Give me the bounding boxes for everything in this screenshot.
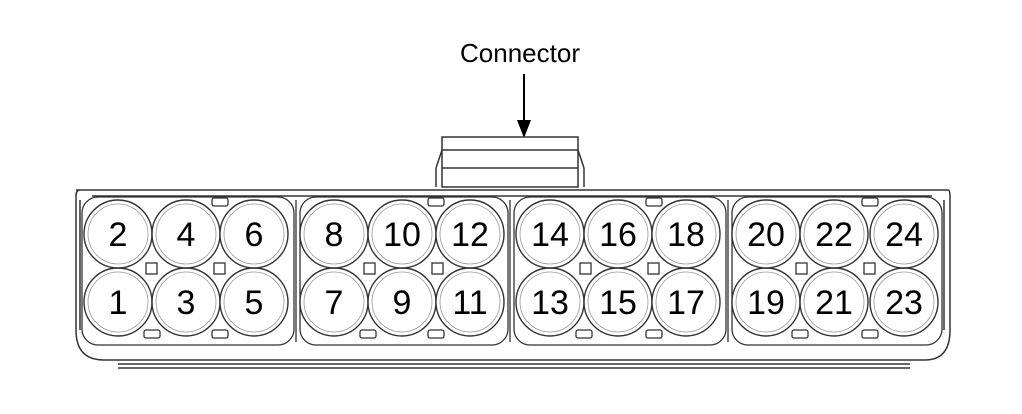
frame-clips bbox=[143, 197, 879, 339]
cell-16-rim bbox=[587, 203, 649, 265]
cell-20-label: 20 bbox=[747, 216, 785, 254]
cell-8-rim bbox=[303, 203, 365, 265]
cell-18-circle bbox=[651, 199, 721, 269]
cell-12-rim bbox=[439, 203, 501, 265]
cell-21-label: 21 bbox=[815, 284, 853, 322]
cell-3-label: 3 bbox=[177, 284, 196, 322]
cell-8-label: 8 bbox=[325, 216, 344, 254]
cell-7-label: 7 bbox=[325, 284, 344, 322]
cell-21-rim bbox=[803, 271, 865, 333]
cell-2-label: 2 bbox=[109, 216, 128, 254]
cell-19-rim bbox=[735, 271, 797, 333]
cell-13-rim bbox=[519, 271, 581, 333]
cell-11-rim bbox=[439, 271, 501, 333]
cell-22-label: 22 bbox=[815, 216, 853, 254]
cell-4-rim bbox=[155, 203, 217, 265]
cell-4-label: 4 bbox=[177, 216, 196, 254]
cell-1-label: 1 bbox=[109, 284, 128, 322]
cell-15-label: 15 bbox=[599, 284, 637, 322]
cell-16-label: 16 bbox=[599, 216, 637, 254]
cell-22-rim bbox=[803, 203, 865, 265]
cell-10-rim bbox=[371, 203, 433, 265]
module-frames bbox=[81, 196, 943, 346]
connector-housing bbox=[435, 136, 585, 188]
cell-23-rim bbox=[873, 271, 935, 333]
cell-9-label: 9 bbox=[393, 284, 412, 322]
cell-15-rim bbox=[587, 271, 649, 333]
cell-2-rim bbox=[87, 203, 149, 265]
cell-9-rim bbox=[371, 271, 433, 333]
cell-3-rim bbox=[155, 271, 217, 333]
cell-11-label: 11 bbox=[452, 284, 487, 322]
cell-1-rim bbox=[87, 271, 149, 333]
cell-24-rim bbox=[873, 203, 935, 265]
cell-5-label: 5 bbox=[245, 284, 264, 322]
pack-housing bbox=[75, 189, 951, 369]
cell-12-label: 12 bbox=[451, 216, 489, 254]
cell-17-label: 17 bbox=[667, 284, 705, 322]
cell-14-rim bbox=[519, 203, 581, 265]
cell-5-rim bbox=[223, 271, 285, 333]
cell-6-circle bbox=[219, 199, 289, 269]
cell-18-label: 18 bbox=[667, 216, 705, 254]
cell-19-label: 19 bbox=[747, 284, 785, 322]
connector-label: Connector bbox=[460, 38, 580, 68]
cell-18-rim bbox=[655, 203, 717, 265]
cell-24-label: 24 bbox=[885, 216, 923, 254]
cell-7-rim bbox=[303, 271, 365, 333]
cell-12-circle bbox=[435, 199, 505, 269]
connector-arrow-head bbox=[517, 120, 531, 138]
cell-14-label: 14 bbox=[531, 216, 569, 254]
cell-24-circle bbox=[869, 199, 939, 269]
cell-13-label: 13 bbox=[531, 284, 569, 322]
cell-20-rim bbox=[735, 203, 797, 265]
cell-6-rim bbox=[223, 203, 285, 265]
cell-17-rim bbox=[655, 271, 717, 333]
cell-22-circle bbox=[799, 199, 869, 269]
cell-spacers bbox=[145, 262, 876, 275]
cell-10-label: 10 bbox=[383, 216, 421, 254]
cell-6-label: 6 bbox=[245, 216, 264, 254]
cell-23-label: 23 bbox=[885, 284, 923, 322]
